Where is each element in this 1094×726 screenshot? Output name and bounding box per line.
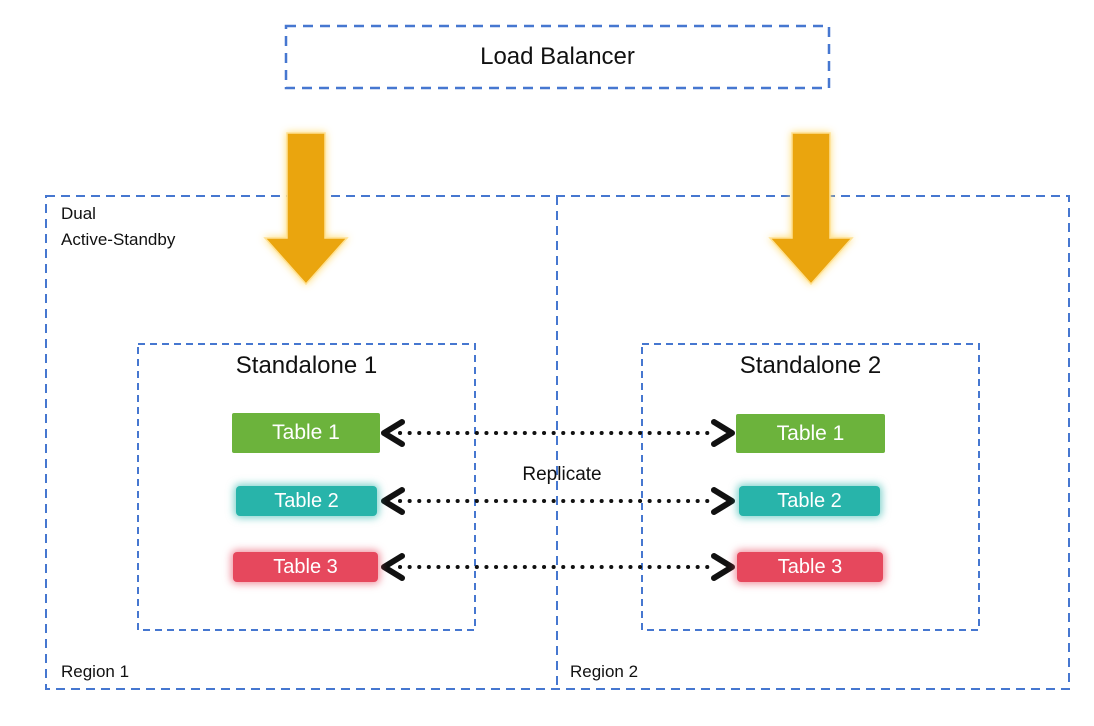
standalone-1-table-3: Table 3 xyxy=(233,552,378,582)
arrowhead-right-icon xyxy=(711,553,735,581)
arrowhead-left-icon xyxy=(381,487,405,515)
replicate-arrow-table2 xyxy=(381,487,735,515)
region-1-label: Region 1 xyxy=(61,662,130,681)
standalone-1-table-1: Table 1 xyxy=(232,413,380,453)
standalone-2-table-1: Table 1 xyxy=(736,414,885,453)
standalone-2-box xyxy=(641,343,980,631)
standalone-1-table-2: Table 2 xyxy=(236,486,377,516)
standalone-1-box xyxy=(137,343,476,631)
down-arrow-left-icon xyxy=(263,132,349,286)
region-2-label: Region 2 xyxy=(570,662,639,681)
standalone-2-table-3: Table 3 xyxy=(737,552,883,582)
down-arrow-right-icon xyxy=(768,132,854,286)
replicate-arrow-table1 xyxy=(381,419,735,447)
load-balancer-box xyxy=(284,24,831,90)
replicate-label: Replicate xyxy=(522,464,602,485)
dual-active-standby-label: Dual Active-Standby xyxy=(61,204,176,249)
load-balancer-label: Load Balancer xyxy=(480,43,635,70)
replicate-arrow-table3 xyxy=(381,553,735,581)
arrowhead-left-icon xyxy=(381,553,405,581)
standalone-2-table-2: Table 2 xyxy=(739,486,880,516)
standalone-2-title: Standalone 2 xyxy=(739,352,882,379)
arrowhead-right-icon xyxy=(711,487,735,515)
arrowhead-left-icon xyxy=(381,419,405,447)
standalone-1-title: Standalone 1 xyxy=(235,352,378,379)
arrowhead-right-icon xyxy=(711,419,735,447)
